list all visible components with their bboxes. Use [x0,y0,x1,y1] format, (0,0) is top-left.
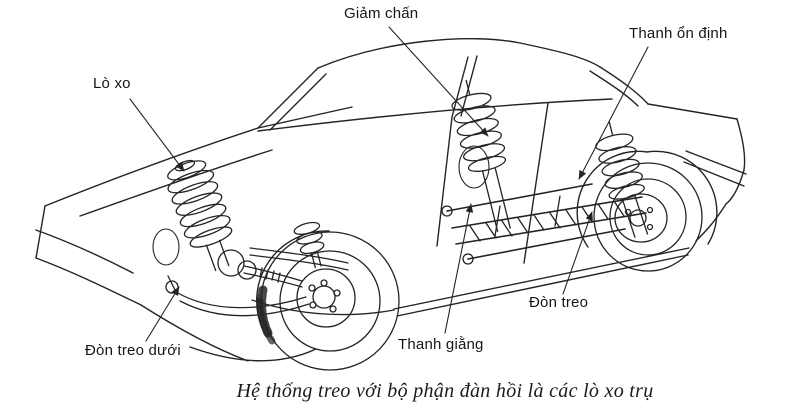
leader-thanh-on-dinh [578,46,649,180]
front-wheel [256,231,400,371]
far-side-wheels [152,145,490,266]
front-suspension [165,159,395,317]
leader-lines [129,26,649,342]
label-thanh-giang: Thanh giằng [398,336,484,353]
leader-giam-chan [388,26,489,137]
label-thanh-on-dinh: Thanh ổn định [629,25,728,42]
rear-wheel [593,162,703,272]
leader-don-treo [562,211,593,295]
figure-caption: Hệ thống treo với bộ phận đàn hồi là các… [236,380,654,402]
leader-thanh-giang [444,203,474,334]
label-don-treo-duoi: Đòn treo dưới [85,342,181,359]
label-don-treo: Đòn treo [529,294,589,311]
label-giam-chan: Giảm chấn [344,5,419,22]
label-lo-xo: Lò xo [93,75,131,92]
car-body-outline [35,38,747,362]
leader-don-treo-duoi [145,286,180,342]
leader-lo-xo [129,98,185,172]
